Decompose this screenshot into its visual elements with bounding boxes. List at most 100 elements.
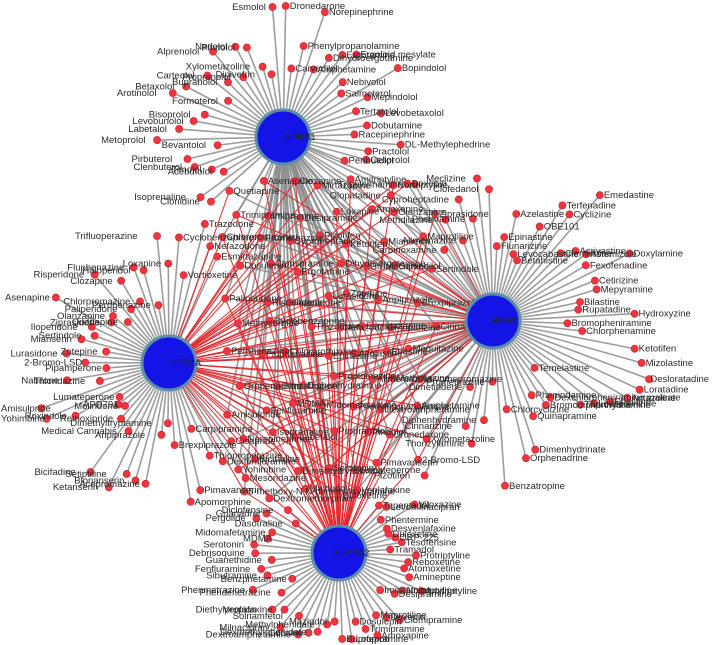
drug-node-carvedilol-shared[interactable] [390,261,399,270]
drug-node-nefazodone[interactable] [206,242,215,250]
drug-node-dl-methylephedrine[interactable] [396,140,405,149]
drug-node-diclofensine[interactable] [284,506,292,515]
drug-node-ebastine-shared[interactable] [383,347,391,356]
drug-node-epinastine-shared[interactable] [324,352,333,360]
drug-node-phenindamine[interactable] [527,391,536,400]
drug-node-imipramine[interactable] [376,586,385,594]
drug-node-xylometazoline[interactable] [258,62,267,71]
drug-node-maprotiline-shared[interactable] [419,232,428,241]
drug-node-sibutramine[interactable] [263,571,272,580]
drug-node-thioproperazine[interactable] [205,451,214,460]
drug-node-cinnarizine[interactable] [461,422,470,430]
drug-node-alimemazine-shared[interactable] [369,375,377,384]
drug-node-paliperidone-shared[interactable] [221,294,230,303]
drug-node-benzphetamine[interactable] [288,574,297,583]
drug-node-mizolastine[interactable] [637,359,646,367]
drug-node-phentermine[interactable] [376,515,385,524]
drug-node-dexfenfluramine[interactable] [218,457,227,466]
drug-node-amitriptyline[interactable] [417,587,426,595]
drug-node-clomipramine-shared[interactable] [267,259,275,268]
drug-node-mesoridazine[interactable] [241,474,250,482]
drug-node-setiptiline[interactable] [122,470,131,478]
drug-node-cyclobenzaprine-shared[interactable] [265,317,274,325]
drug-node-dronedarone[interactable] [281,2,290,10]
drug-node-milnacipran[interactable] [276,623,285,632]
drug-node-bromopheniramine[interactable] [563,319,572,328]
drug-node-dronedarone-shared[interactable] [385,430,394,439]
drug-node-clomipramine[interactable] [395,616,404,624]
drug-node-dosulepin-shared[interactable] [236,261,245,270]
drug-node-haloperidol[interactable] [139,266,148,275]
drug-node-azelastine-shared[interactable] [350,349,359,358]
drug-node-astemizole[interactable] [582,250,590,259]
drug-node-dipivefrin[interactable] [267,70,276,79]
drug-node-doxylamine[interactable] [625,249,634,258]
drug-node-fenfluramine-shared[interactable] [262,406,271,415]
drug-node-ketotifen-shared[interactable] [342,239,350,248]
drug-node-2-bromo-lsd[interactable] [81,358,90,367]
drug-node-cyclobenzaprine[interactable] [175,233,183,242]
hub-hrh1[interactable]: HRH1 [464,292,522,350]
drug-node-promethazine-shared[interactable] [256,234,265,242]
drug-node-ziprasidone-shared[interactable] [431,209,439,218]
drug-node-thioridazine[interactable] [95,377,104,385]
drug-node-nabilone[interactable] [63,376,71,385]
drug-node-trazodone-shared[interactable] [307,322,316,331]
drug-node-methdilazine-shared[interactable] [388,374,397,382]
drug-node-iloperidone-shared[interactable] [285,298,294,307]
drug-node-amphetamine[interactable] [309,65,318,74]
drug-node-esmolol[interactable] [268,3,277,11]
drug-node-lurasidone[interactable] [62,349,71,358]
drug-node-midomafetamine[interactable] [268,528,277,537]
drug-node-dimethyltryptamine[interactable] [163,419,172,428]
drug-node-pheniramine[interactable] [469,214,477,223]
drug-node-fluphenazine-shared[interactable] [258,349,266,358]
drug-node-clofedanol[interactable] [485,185,493,194]
drug-node-epinastine[interactable] [500,233,509,242]
drug-node-bisoprolol[interactable] [200,110,209,119]
drug-node-roxindole[interactable] [71,411,80,420]
drug-node-mequitazine-shared[interactable] [404,344,413,353]
drug-node-timolol[interactable] [207,165,216,174]
drug-node-formoterol[interactable] [224,96,232,105]
drug-node-betaxolol[interactable] [182,82,190,91]
drug-node-esmirtazapine[interactable] [213,252,222,261]
hub-node-slc6a2[interactable] [310,524,368,582]
drug-node-2-bromo-lsd-shared[interactable] [414,455,422,464]
drug-node-norepinephrine-shared[interactable] [239,435,248,443]
drug-node-yohimbine[interactable] [42,414,51,423]
drug-node-salmeterol[interactable] [337,89,346,98]
drug-node-brexpiprazole[interactable] [170,441,179,450]
drug-node-protriptyline[interactable] [412,551,420,560]
drug-node-chlorprothixene-shared[interactable] [281,347,290,356]
drug-node-cyproheptadine[interactable] [454,195,463,204]
drug-node-phenylpropanolamine-shared[interactable] [349,402,358,411]
drug-node-mianserin[interactable] [77,335,86,344]
drug-node-pimavanserin-shared[interactable] [372,458,381,467]
drug-node-cocaine[interactable] [304,628,313,637]
drug-node-carpipramine[interactable] [187,424,196,433]
drug-node-nortriptyline-shared[interactable] [389,181,398,190]
drug-node-dextromethorphan-shared[interactable] [265,494,274,503]
drug-node-dobutamine[interactable] [363,121,371,130]
drug-node-fluphenazine[interactable] [129,263,138,272]
drug-node-triprolidine[interactable] [576,400,585,409]
drug-node-ergoloid-mesylate[interactable] [352,50,361,59]
drug-node-bupropion[interactable] [338,635,347,643]
drug-node-penbutolol[interactable] [340,156,349,165]
drug-node-levomepromazine-shared[interactable] [416,375,424,384]
drug-node-pizotifen-shared[interactable] [316,231,324,240]
drug-node-diphenhydramine[interactable] [480,416,488,425]
drug-node-yohimbine-shared[interactable] [234,465,243,474]
drug-node-lofepramine[interactable] [347,635,356,643]
drug-node-clenbuterol[interactable] [190,163,199,171]
drug-node-dexchlorpheniramine-maleate[interactable] [546,393,555,402]
drug-node-alimemazine[interactable] [459,236,467,245]
drug-node-maprotiline[interactable] [372,611,380,620]
drug-node-bromocriptine-shared[interactable] [362,262,371,271]
drug-node-lumateperone[interactable] [115,392,124,401]
drug-node-levocetirizine[interactable] [590,399,599,408]
drug-node-levobunolol[interactable] [189,117,198,125]
drug-node-guanethidine[interactable] [267,556,276,564]
drug-node-chlorpromazine-shared[interactable] [218,233,227,241]
